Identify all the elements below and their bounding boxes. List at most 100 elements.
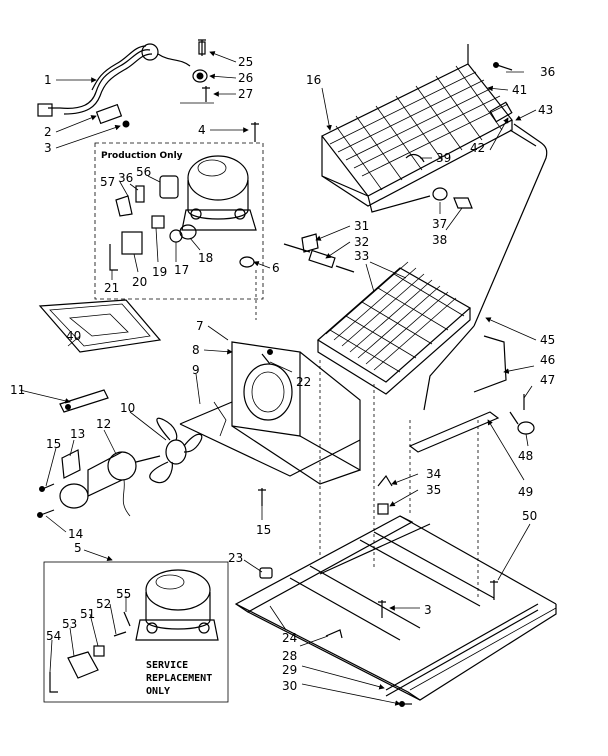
label-22: 22 xyxy=(296,375,311,389)
label-4: 4 xyxy=(198,123,206,137)
label-34: 34 xyxy=(426,467,441,481)
screw-36b xyxy=(493,62,513,71)
label-27: 27 xyxy=(238,87,253,101)
label-24: 24 xyxy=(282,631,297,645)
label-39: 39 xyxy=(436,151,451,165)
bracket-57 xyxy=(115,195,133,217)
compressor-service xyxy=(135,569,219,641)
label-7: 7 xyxy=(196,319,204,333)
label-53: 53 xyxy=(62,617,77,631)
screw-4 xyxy=(251,122,259,142)
service-replacement-box: SERVICE REPLACEMENT ONLY xyxy=(43,561,229,703)
label-37: 37 xyxy=(432,217,447,231)
clip-36 xyxy=(135,185,145,203)
label-54: 54 xyxy=(46,629,61,643)
label-8: 8 xyxy=(192,343,200,357)
block-35 xyxy=(377,503,389,515)
production-only-box: Production Only xyxy=(94,142,264,300)
fan-blade-10 xyxy=(149,417,203,484)
label-43: 43 xyxy=(538,103,553,117)
service-line-3: ONLY xyxy=(146,686,170,697)
cover-53 xyxy=(67,651,99,679)
label-19: 19 xyxy=(152,265,167,279)
grommet-23 xyxy=(259,567,273,579)
clip-51 xyxy=(93,645,105,657)
part-19 xyxy=(151,215,165,229)
power-cord-harness xyxy=(37,43,191,128)
label-48: 48 xyxy=(518,449,533,463)
front-rail-29 xyxy=(385,603,539,697)
label-33: 33 xyxy=(354,249,369,263)
fuse-32 xyxy=(283,243,355,273)
label-55: 55 xyxy=(116,587,131,601)
label-49: 49 xyxy=(518,485,533,499)
drain-trough-49 xyxy=(408,411,500,453)
screw-27 xyxy=(180,86,214,104)
relay-cover-56 xyxy=(159,175,179,199)
callout-labels: 1 2 3 25 26 27 4 6 7 8 9 10 40 11 12 13 … xyxy=(10,55,555,693)
part-18 xyxy=(179,224,197,240)
evap-tube-line xyxy=(367,195,431,213)
screw-15a xyxy=(39,483,55,492)
screw-14 xyxy=(37,509,55,518)
condenser-fan-motor-12 xyxy=(59,451,161,517)
label-20: 20 xyxy=(132,275,147,289)
label-21: 21 xyxy=(104,281,119,295)
label-18: 18 xyxy=(198,251,213,265)
screw-50 xyxy=(490,580,498,600)
service-line-1: SERVICE xyxy=(146,660,188,671)
label-15a: 15 xyxy=(46,437,61,451)
label-32: 32 xyxy=(354,235,369,249)
label-41: 41 xyxy=(512,83,527,97)
label-16: 16 xyxy=(306,73,321,87)
label-26: 26 xyxy=(238,71,253,85)
clip-34 xyxy=(377,474,393,487)
assembly-lines xyxy=(255,270,479,600)
label-56: 56 xyxy=(136,165,151,179)
label-51: 51 xyxy=(80,607,95,621)
label-30: 30 xyxy=(282,679,297,693)
screw-22 xyxy=(261,353,271,365)
strip-11 xyxy=(59,389,109,413)
label-12: 12 xyxy=(96,417,111,431)
label-38: 38 xyxy=(432,233,447,247)
suction-tube-45 xyxy=(423,123,548,411)
label-57: 57 xyxy=(100,175,115,189)
service-line-2: REPLACEMENT xyxy=(146,673,212,684)
compressor-production xyxy=(181,155,257,231)
screw-30 xyxy=(399,701,412,707)
label-35: 35 xyxy=(426,483,441,497)
grommet-37 xyxy=(432,187,448,201)
label-5: 5 xyxy=(74,541,82,555)
clip-21 xyxy=(109,244,118,271)
label-46: 46 xyxy=(540,353,555,367)
label-25: 25 xyxy=(238,55,253,69)
label-29: 29 xyxy=(282,663,297,677)
label-36a: 36 xyxy=(118,171,133,185)
production-box-title: Production Only xyxy=(101,151,183,161)
tube-46 xyxy=(473,335,507,393)
label-40: 40 xyxy=(66,329,81,343)
clip-39 xyxy=(405,153,425,163)
label-9: 9 xyxy=(192,363,200,377)
valve-48 xyxy=(509,411,535,435)
label-6: 6 xyxy=(272,261,280,275)
screw-25 xyxy=(198,39,206,56)
fan-shroud-bracket-8 xyxy=(179,341,361,485)
defrost-terminator-31 xyxy=(301,233,319,253)
screw-52 xyxy=(113,631,127,637)
label-36b: 36 xyxy=(540,65,555,79)
label-45: 45 xyxy=(540,333,555,347)
grommet-26 xyxy=(192,69,208,83)
label-14: 14 xyxy=(68,527,83,541)
label-28: 28 xyxy=(282,649,297,663)
label-3b: 3 xyxy=(424,603,432,617)
label-23: 23 xyxy=(228,551,243,565)
label-2: 2 xyxy=(44,125,52,139)
label-47: 47 xyxy=(540,373,555,387)
condenser-33 xyxy=(316,261,472,395)
screw-55 xyxy=(123,611,131,627)
label-31: 31 xyxy=(354,219,369,233)
bracket-13 xyxy=(61,449,81,479)
